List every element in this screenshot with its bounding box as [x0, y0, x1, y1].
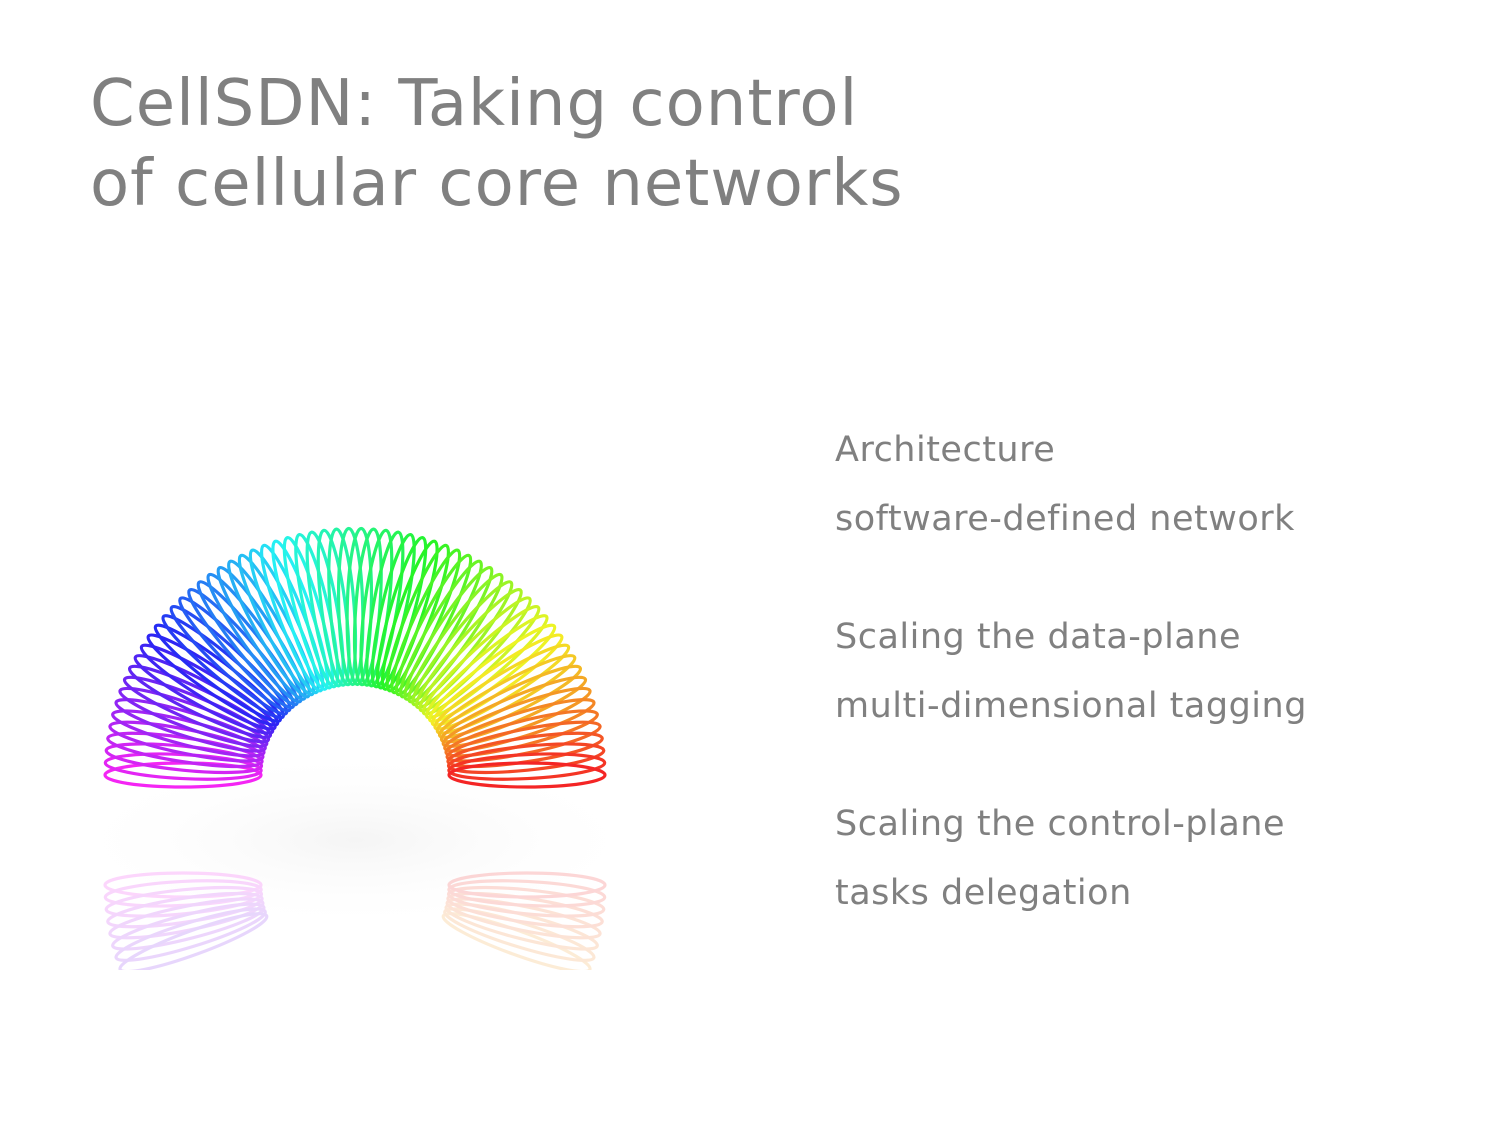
rainbow-slinky-image — [55, 526, 655, 970]
slinky-ring — [294, 532, 340, 689]
slinky-ring — [352, 527, 383, 687]
slinky-ring — [206, 572, 303, 704]
bullet-list: Architecture software-defined network Sc… — [835, 425, 1307, 986]
slinky-ring-reflection — [444, 902, 599, 951]
bullet-heading: Architecture — [835, 430, 1056, 470]
slinky-ring-reflection — [104, 885, 264, 918]
slinky-ring-reflection — [447, 871, 607, 899]
bullet-detail: tasks delegation — [835, 873, 1132, 913]
slide-title-line-1: CellSDN: Taking control — [90, 67, 859, 141]
slinky-ring — [380, 539, 439, 691]
slinky-ring — [227, 559, 311, 699]
slinky-ring-reflection — [108, 897, 265, 940]
slinky-ring — [359, 528, 394, 687]
slinky-ring — [305, 530, 345, 688]
bullet-architecture: Architecture software-defined network — [835, 425, 1307, 563]
bullet-control-plane: Scaling the control-plane tasks delegati… — [835, 799, 1307, 937]
slinky-reflection — [55, 750, 655, 930]
slinky-ring — [336, 526, 365, 687]
slinky-ring-reflection — [441, 912, 592, 970]
slinky-ring — [370, 532, 416, 689]
slinky-ring — [259, 543, 325, 693]
slinky-ring — [345, 526, 374, 687]
slinky-ring-reflection — [447, 879, 607, 908]
slinky-ring — [385, 543, 451, 693]
slinky-ring — [187, 587, 296, 710]
slinky-ring — [216, 565, 307, 701]
slinky-ring-reflection — [114, 907, 267, 962]
slinky-ring — [446, 742, 606, 775]
slinky-ring — [237, 553, 316, 697]
bullet-data-plane: Scaling the data-plane multi-dimensional… — [835, 612, 1307, 750]
slinky-ring — [375, 535, 428, 690]
bullet-detail: multi-dimensional tagging — [835, 686, 1307, 726]
slide-title-line-2: of cellular core networks — [90, 147, 904, 221]
slide-title: CellSDN: Taking control of cellular core… — [90, 64, 904, 224]
bullet-heading: Scaling the data-plane — [835, 617, 1242, 657]
slinky-ring-reflection — [443, 907, 596, 962]
slinky-ring-reflection — [111, 902, 266, 951]
slinky-ring-reflection — [103, 871, 263, 899]
slinky-ring — [271, 539, 330, 691]
slinky-ring — [447, 752, 607, 781]
slinky-ring-reflection — [106, 891, 264, 929]
slinky-ring-reflection — [103, 879, 263, 908]
slinky-ring — [447, 761, 607, 789]
slinky-ring — [282, 535, 335, 690]
slinky-ring-reflection — [446, 885, 606, 918]
slinky-ring — [327, 527, 358, 687]
slinky-ring — [365, 530, 405, 688]
slinky-ring — [394, 553, 473, 697]
slinky-ring — [248, 548, 320, 695]
slinky-ring-reflection — [445, 897, 602, 940]
slinky-ring — [390, 548, 462, 695]
slinky-ring-reflection — [118, 912, 269, 970]
slinky-ring-reflection — [446, 891, 604, 929]
slinky-ring — [316, 528, 351, 687]
slinky-ring — [196, 580, 299, 707]
bullet-detail: software-defined network — [835, 499, 1295, 539]
bullet-heading: Scaling the control-plane — [835, 804, 1285, 844]
